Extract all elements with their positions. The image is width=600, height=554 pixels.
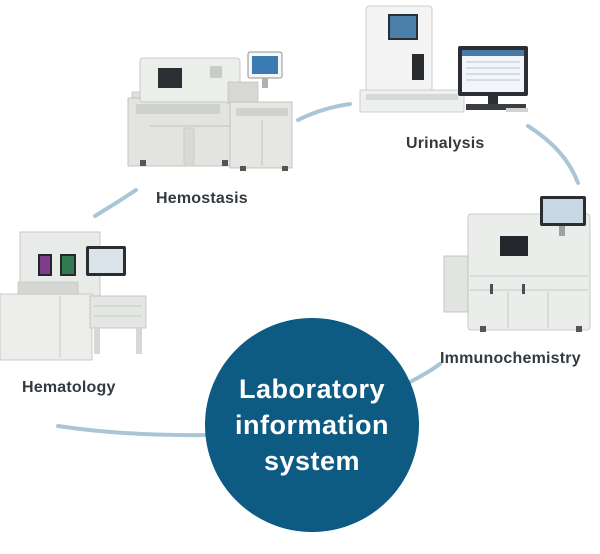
connector-immunochemistry-hub	[406, 362, 442, 385]
node-label-hematology: Hematology	[22, 379, 116, 396]
connector-hematology-hemostasis	[93, 188, 138, 218]
hub-line-3: system	[263, 446, 361, 476]
hemostasis-analyzer-icon	[127, 51, 293, 171]
connector-urinalysis-immunochemistry	[526, 124, 580, 185]
node-label-urinalysis: Urinalysis	[406, 135, 485, 152]
connector-hematology-hub	[56, 424, 210, 438]
node-label-immunochemistry: Immunochemistry	[440, 350, 581, 367]
immunochemistry-analyzer-icon	[443, 196, 591, 332]
lis-hub-circle: Laboratory information system	[205, 318, 419, 532]
hub-line-1: Laboratory	[238, 374, 386, 404]
connector-arcs	[56, 102, 580, 438]
connector-hemostasis-urinalysis	[296, 102, 352, 122]
hematology-analyzer-icon	[0, 231, 147, 361]
urinalysis-analyzer-icon	[359, 5, 528, 113]
hub-line-2: information	[235, 410, 389, 440]
node-label-hemostasis: Hemostasis	[156, 190, 248, 207]
